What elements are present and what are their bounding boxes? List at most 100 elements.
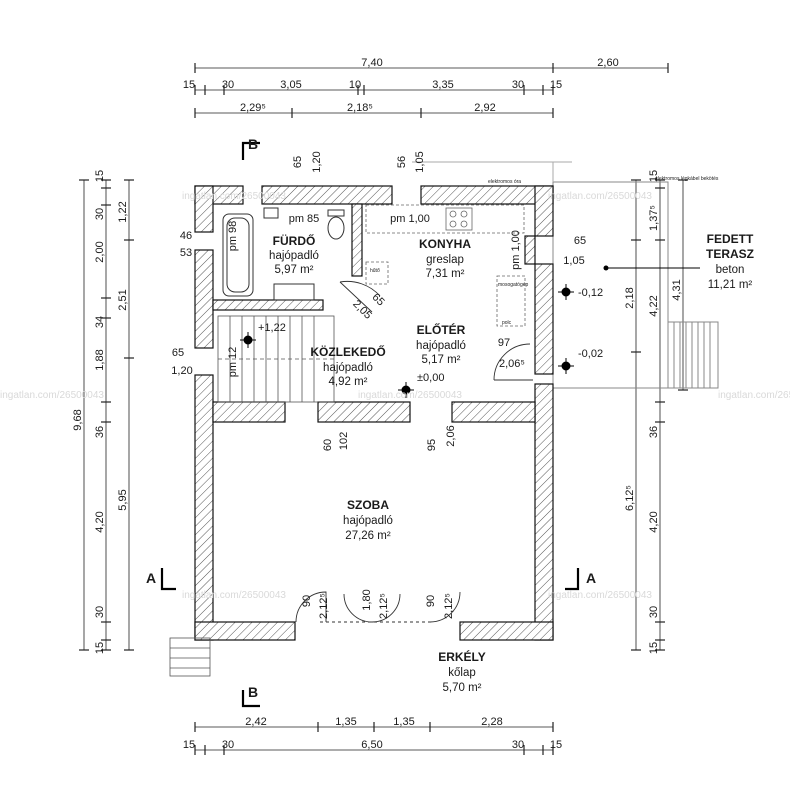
right-dimension-lines [631,179,688,651]
room-area: 4,92 m² [329,376,368,388]
open-bath-top-a: 65 [292,156,304,168]
level-terrace-bottom: -0,02 [578,348,603,360]
dim-right-d: 36 [648,426,660,438]
open-hall-door-a: 97 [498,337,510,349]
dim-left-g: 4,20 [94,511,106,532]
open-diag-a: 65 [370,291,387,308]
open-kitchen-top-b: 1,05 [414,151,426,172]
dim-bot-d: 2,28 [481,716,502,728]
sill-bath-pm98: pm 98 [227,221,239,252]
room-name-2: TERASZ [706,247,754,261]
dim-left-k: 2,51 [117,289,129,310]
room-eloter: ELŐTÉR hajópadló 5,17 m² [416,322,466,366]
dim-bot-i: 15 [550,739,562,751]
section-b-bottom: B [248,684,258,700]
room-name: FEDETT [707,232,754,246]
room-floor: hajópadló [323,362,373,374]
sill-kitchen-pm100-v: pm 1,00 [510,230,522,270]
dim-left-a: 15 [94,170,106,182]
open-room-door1-b: 102 [338,432,350,450]
dim-top-g: 15 [550,79,562,91]
dim-top-j: 2,92 [474,102,495,114]
open-diag-b: 2,05 [350,298,374,322]
open-room-door2-a: 95 [426,439,438,451]
dim-bot-c: 1,35 [393,716,414,728]
dim-right-a: 15 [648,170,660,182]
room-fedett-terasz: FEDETT TERASZ beton 11,21 m² [603,232,754,291]
dim-right-i: 6,12⁵ [624,485,636,511]
room-name: KÖZLEKEDŐ [310,344,385,359]
level-terrace-top: -0,12 [578,287,603,299]
dim-top-b: 30 [222,79,234,91]
dim-left-total: 9,68 [72,409,84,430]
sill-bath-pm85: pm 85 [289,213,320,225]
dim-right-b: 1,37⁵ [648,205,660,231]
dim-left-d: 34 [94,316,106,328]
dim-bot-f: 30 [222,739,234,751]
sill-hall-pm12: pm 12 [227,347,239,378]
dim-bot-h: 30 [512,739,524,751]
room-area: 5,70 m² [443,682,482,694]
room-name: ELŐTÉR [417,322,466,337]
section-lines [160,141,580,708]
room-name: ERKÉLY [438,649,486,664]
open-room-door1-a: 60 [322,439,334,451]
dim-top-terrace: 2,60 [597,57,618,69]
open-hall-left-b: 1,20 [171,365,192,377]
watermark-text: ingatlan.com/26500043 [182,590,286,601]
open-bottom-door2-b: 2,12⁵ [378,593,390,619]
open-kitchen-right-b: 1,05 [563,255,584,267]
room-area: 5,97 m² [275,264,314,276]
open-bath-top-b: 1,20 [311,151,323,172]
stairs [169,315,335,677]
kitchen-fixtures [365,204,526,327]
room-area: 27,26 m² [345,530,391,542]
watermark-text: ingatlan.com/26500043 [358,390,462,401]
open-bottom-door1-a: 90 [301,595,313,607]
room-floor: hajópadló [269,250,319,262]
dim-bot-a: 2,42 [245,716,266,728]
note-dishwasher: mosogatógép [498,282,529,288]
dim-top-c: 3,05 [280,79,301,91]
open-room-door2-b: 2,06 [445,425,457,446]
watermark-text: ingatlan.com/26500043 [548,590,652,601]
bathroom-fixtures [222,207,345,301]
left-dimension-lines [79,179,134,651]
watermark-text: ingatlan.com/26500043 [0,390,104,401]
open-bath-left-b: 53 [180,247,192,259]
dim-top-f: 30 [512,79,524,91]
dim-left-b: 30 [94,208,106,220]
room-floor: kőlap [448,667,476,679]
dim-left-l: 5,95 [117,489,129,510]
section-a-right: A [586,570,596,586]
watermark-text: ingatlan.com/26500043 [548,191,652,202]
dim-top-total: 7,40 [361,57,382,69]
room-area: 11,21 m² [708,279,753,291]
dim-right-c: 4,22 [648,295,660,316]
level-markers [240,284,574,398]
top-dimension-lines [194,63,669,118]
note-shelf: polc [502,320,512,326]
dim-right-j: 4,31 [671,279,683,300]
section-b-top: B [248,136,258,152]
door-swings [295,280,533,623]
watermark-text: ingatlan.com/26500043 [182,191,286,202]
room-floor: hajópadló [343,515,393,527]
dim-top-d: 10 [349,79,361,91]
dim-left-j: 1,22 [117,201,129,222]
room-name: FÜRDŐ [273,233,316,248]
sill-kitchen-pm100: pm 1,00 [390,213,430,225]
level-stair: +1,22 [258,322,286,334]
room-konyha: KONYHA greslap 7,31 m² [419,237,471,280]
dim-left-e: 1,88 [94,349,106,370]
dim-right-h: 2,18 [624,287,636,308]
section-a-left: A [146,570,156,586]
dim-right-f: 30 [648,606,660,618]
dim-left-h: 30 [94,606,106,618]
note-meter: elektromos óra [488,179,521,185]
note-fridge: hűtő [370,268,380,274]
bottom-dimension-lines [194,722,554,755]
room-area: 7,31 m² [426,268,465,280]
room-erkely: ERKÉLY kőlap 5,70 m² [438,649,486,694]
